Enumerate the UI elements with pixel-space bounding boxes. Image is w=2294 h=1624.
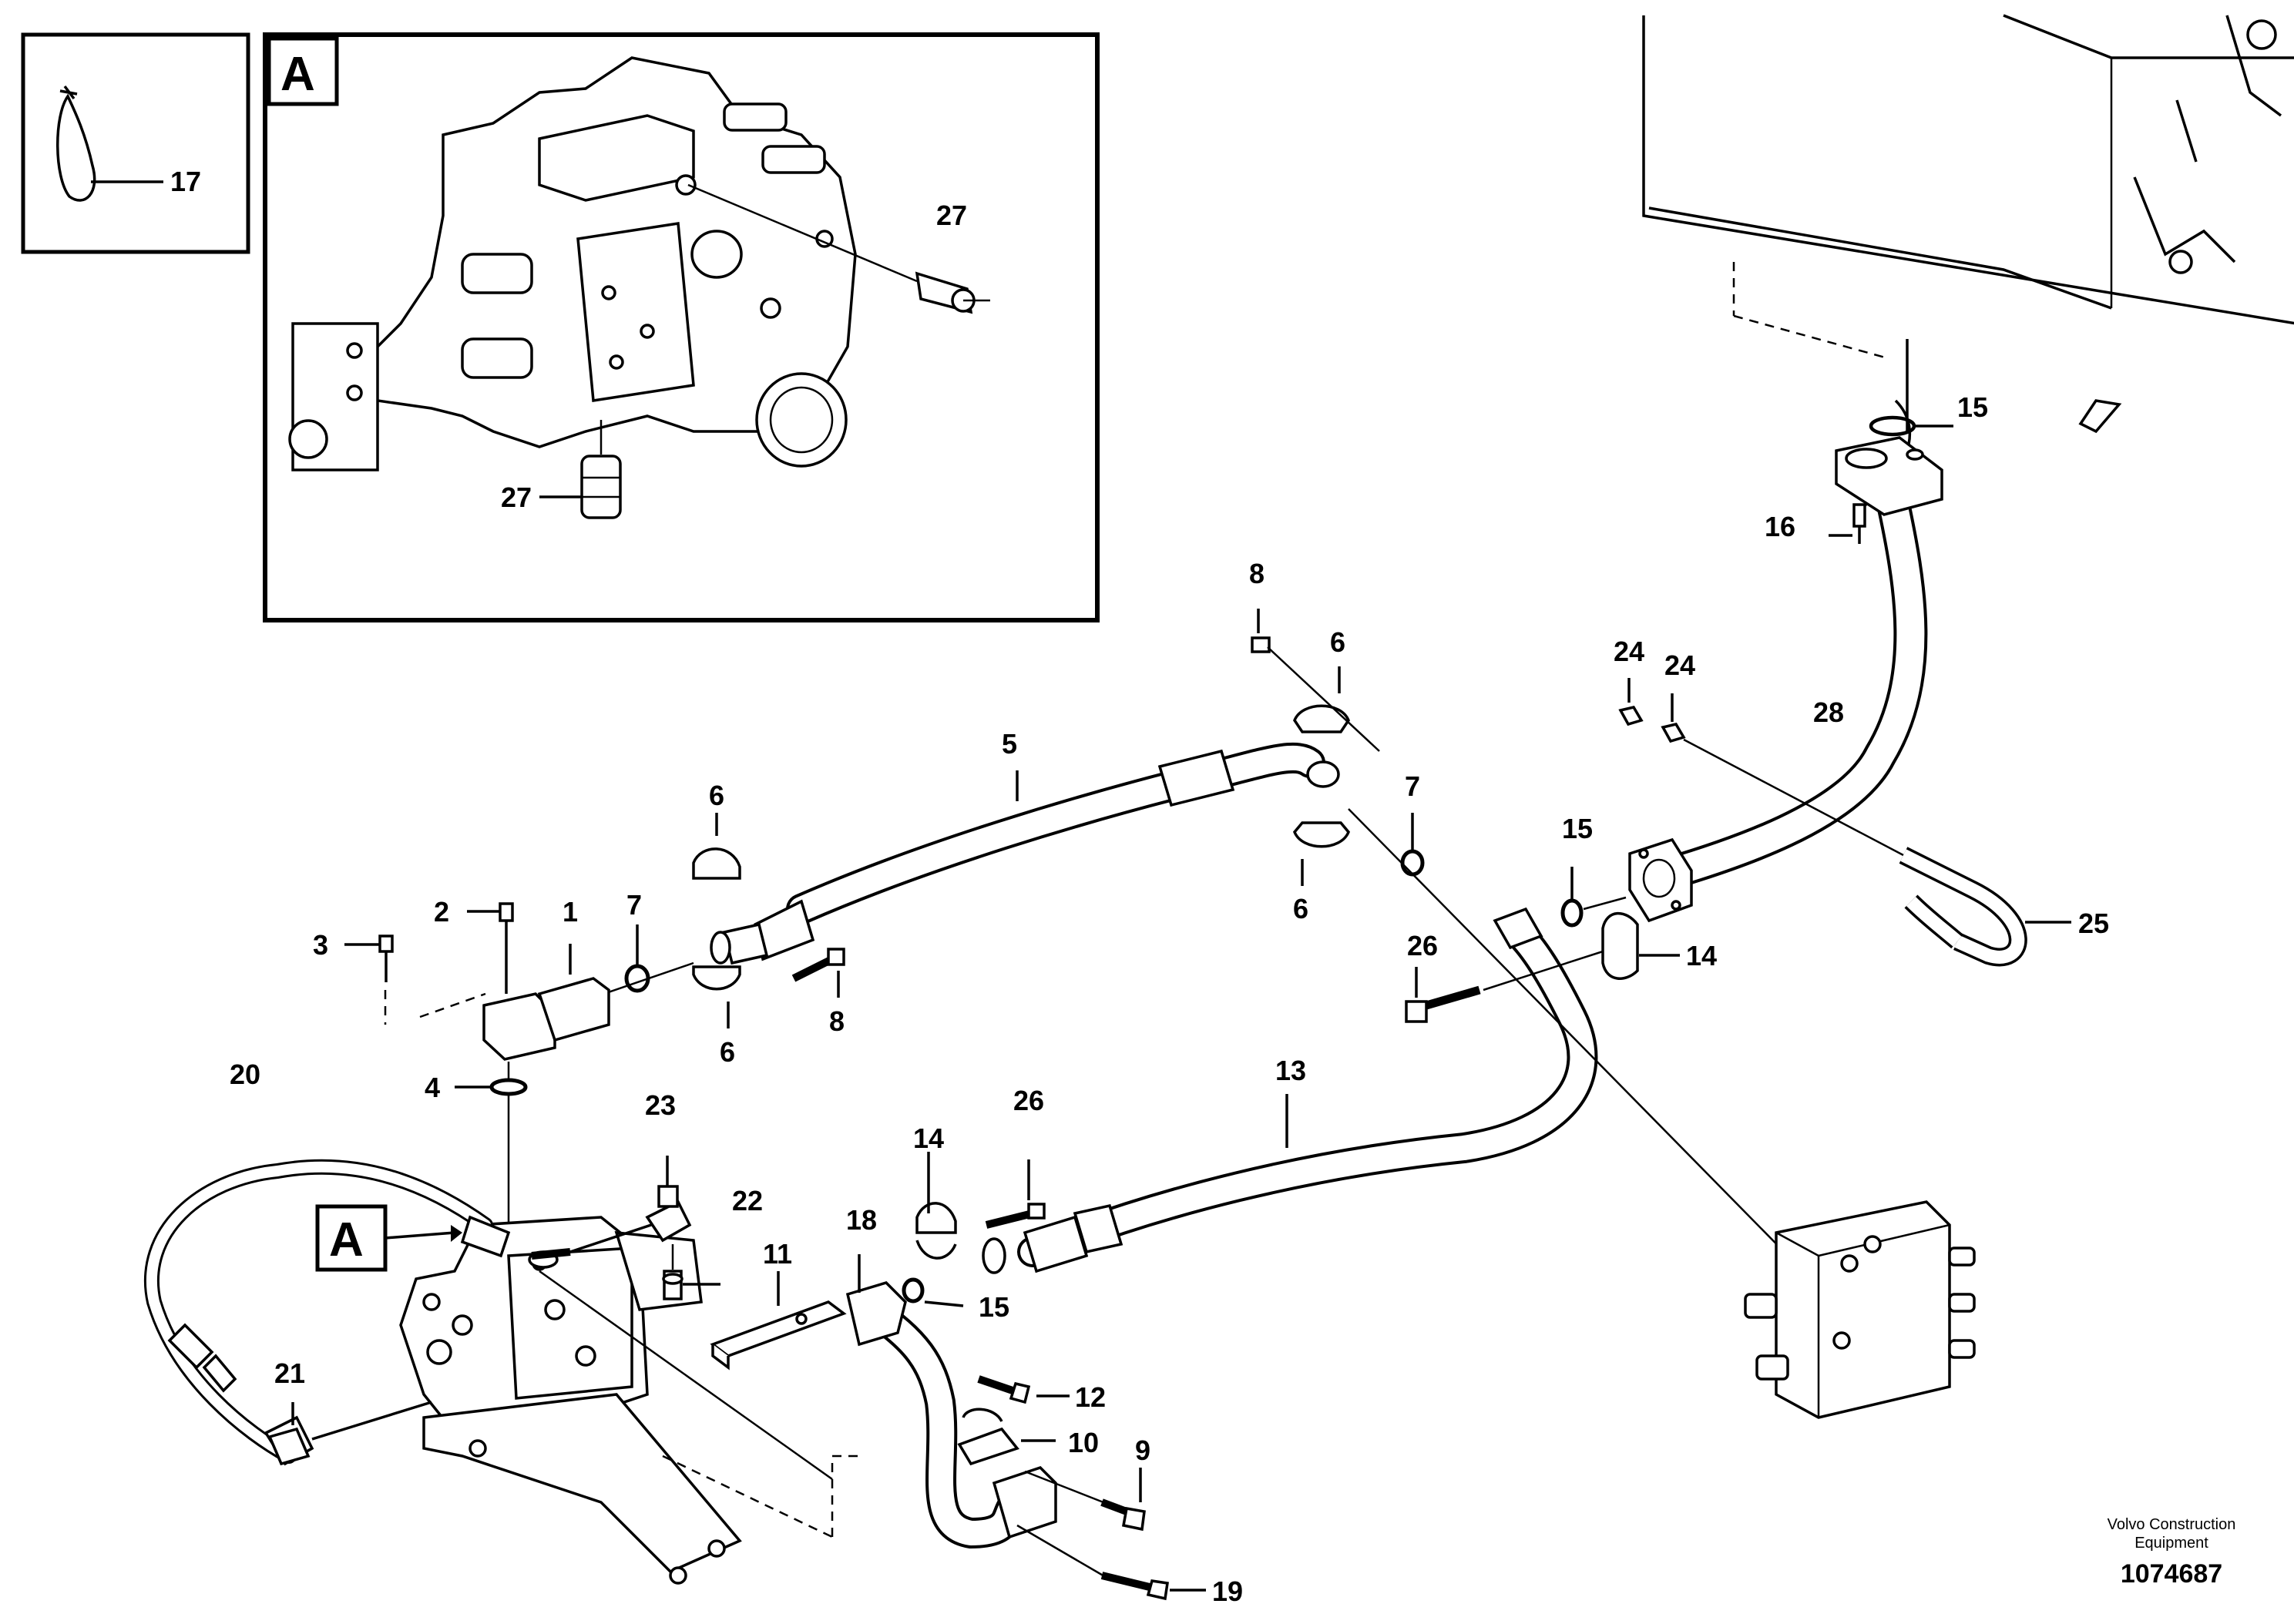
callout-labels: A A 17 27 27 15 16 24 24 28 25 8 6 5 7 1…: [170, 48, 2109, 1607]
oring-15-mid: [902, 1277, 964, 1307]
callout-17: 17: [170, 166, 201, 197]
callout-24-left: 24: [1614, 636, 1644, 667]
callout-6-mid: 6: [1293, 893, 1308, 924]
bolt-3: [344, 934, 394, 982]
bracket-11: [710, 1271, 847, 1371]
callout-9: 9: [1135, 1434, 1150, 1466]
hose-20: [143, 1159, 571, 1466]
screw-12: [977, 1375, 1070, 1404]
bolt-8-top: [1251, 609, 1380, 752]
callout-4: 4: [425, 1072, 440, 1103]
callout-27-upper: 27: [936, 200, 967, 231]
callout-26-right: 26: [1407, 930, 1438, 961]
callout-6-top: 6: [1330, 626, 1345, 658]
adapter-1: [384, 944, 610, 1061]
callout-12: 12: [1075, 1381, 1106, 1413]
bolt-16: [1829, 503, 1866, 544]
callout-3: 3: [313, 929, 328, 961]
callout-27-lower: 27: [501, 481, 532, 513]
callout-15-mid: 15: [979, 1291, 1009, 1323]
callout-8-top: 8: [1249, 558, 1265, 589]
dashed-link-pump-pipe: [662, 1455, 863, 1538]
fitting-23: [569, 1156, 692, 1253]
callout-1: 1: [563, 896, 578, 928]
callout-25: 25: [2078, 908, 2109, 939]
drawing-footer: Volvo Construction Equipment 1074687: [2108, 1516, 2236, 1589]
callout-6-left-top: 6: [709, 780, 724, 811]
callout-15-top: 15: [1957, 391, 1988, 423]
oring-15-right: [1560, 867, 1627, 928]
callout-11: 11: [763, 1238, 792, 1270]
callout-10: 10: [1068, 1427, 1099, 1458]
bolt-2: [467, 902, 514, 994]
clamp-14-right: [1601, 911, 1680, 980]
callout-7-right: 7: [1405, 770, 1420, 802]
pump-main-view: [315, 1204, 833, 1585]
oring-7-right: [1348, 808, 1804, 1272]
clamp-6-left-bottom: [692, 965, 741, 1028]
detail-a-box-label: A: [280, 48, 315, 101]
inset-box-tie-strap: [21, 32, 250, 254]
callout-21: 21: [274, 1357, 305, 1389]
hose-5: [710, 742, 1340, 965]
clamp-10: [957, 1408, 1056, 1466]
clamp-14-left: [915, 1152, 957, 1260]
hydraulic-tank: [1642, 14, 2294, 434]
drawing-number: 1074687: [2121, 1559, 2222, 1589]
callout-26-left: 26: [1013, 1085, 1044, 1116]
suction-pipe: [1628, 339, 1943, 923]
inset-box-detail-a: [263, 32, 1100, 622]
callout-14-left: 14: [913, 1122, 944, 1154]
callout-20: 20: [230, 1059, 260, 1090]
callout-2: 2: [434, 896, 449, 928]
pressure-sensor-lower: [539, 420, 622, 519]
callout-24-right: 24: [1664, 649, 1695, 681]
callout-19: 19: [1212, 1575, 1243, 1607]
clamp-6-top: [1293, 666, 1350, 733]
callout-5: 5: [1002, 728, 1017, 760]
u-bolt-25: [1899, 847, 2071, 967]
clamp-6-left-top: [692, 813, 741, 880]
callout-6-left-bottom: 6: [720, 1036, 735, 1068]
nuts-24: [1618, 678, 1904, 857]
pipe-18: [845, 1254, 1057, 1549]
callout-28: 28: [1813, 696, 1844, 728]
fitting-22: [662, 1244, 720, 1300]
company-name-line1: Volvo Construction: [2108, 1516, 2236, 1533]
bolt-8-bottom: [791, 948, 845, 998]
pump-assembly-detail: [288, 56, 857, 471]
callout-16: 16: [1765, 511, 1795, 542]
callout-13: 13: [1275, 1055, 1306, 1086]
bolt-26-right: [1405, 950, 1604, 1023]
company-name-line2: Equipment: [2134, 1535, 2208, 1552]
callout-8-bottom: 8: [829, 1005, 845, 1037]
screw-9: [1024, 1468, 1146, 1532]
callout-22: 22: [732, 1185, 763, 1216]
fitting-21: [267, 1402, 311, 1466]
control-valve: [1744, 1200, 1976, 1419]
oring-4: [455, 1062, 528, 1225]
callout-18: 18: [846, 1204, 877, 1236]
callout-7-left: 7: [626, 889, 642, 921]
clamp-6-mid: [1292, 821, 1351, 886]
callout-23: 23: [645, 1089, 676, 1121]
callout-14-right: 14: [1686, 940, 1717, 971]
hose-13: [982, 907, 1598, 1274]
bolt-26-left: [985, 1159, 1046, 1229]
detail-a-callout-label: A: [329, 1213, 364, 1267]
screw-19: [1016, 1524, 1206, 1601]
callout-15-right: 15: [1562, 813, 1593, 844]
oring-15-top: [1869, 415, 1953, 437]
